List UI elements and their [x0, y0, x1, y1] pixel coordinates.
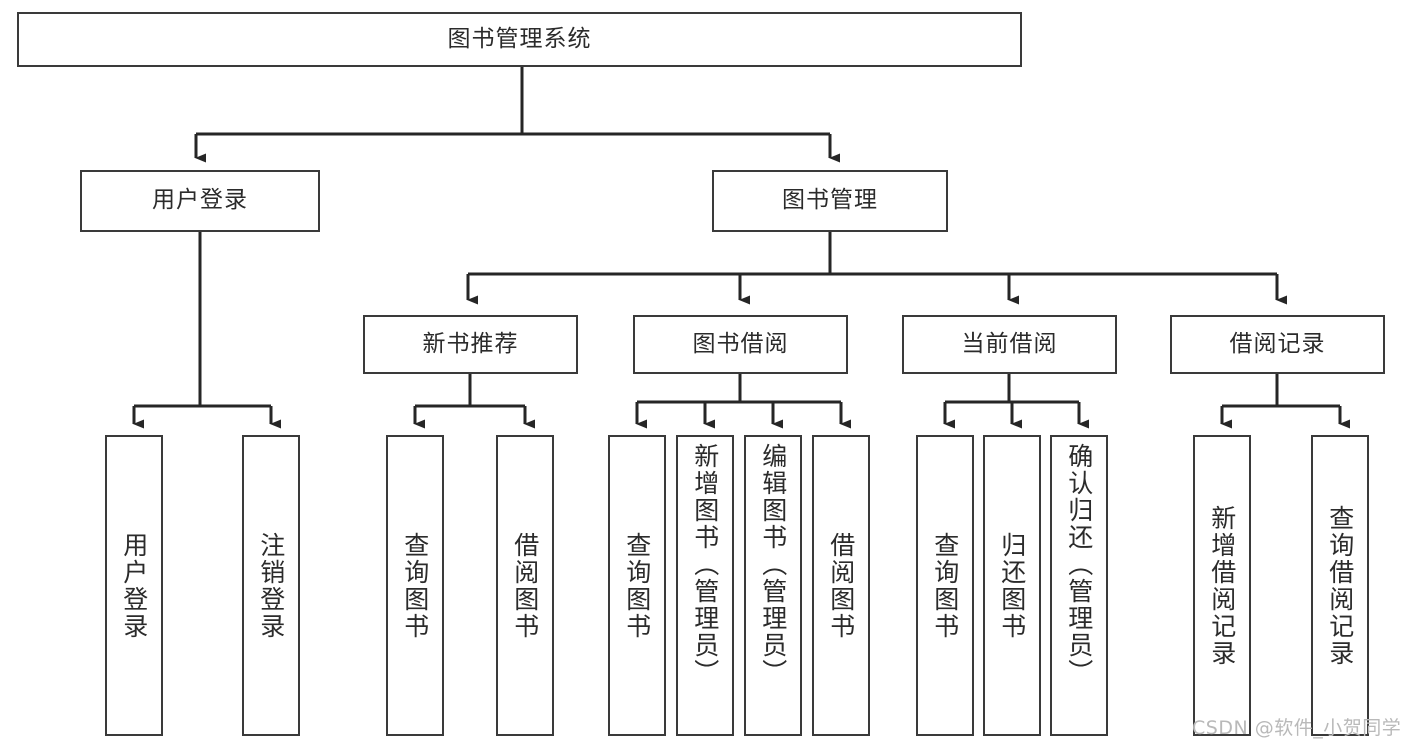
- node-leaf-return-book[interactable]: 归还图书: [983, 435, 1041, 736]
- node-leaf-borrow-book-label: 借阅图书: [826, 531, 856, 640]
- node-leaf-user-login-label: 用户登录: [119, 531, 149, 640]
- node-user-login-label: 用户登录: [152, 187, 248, 214]
- node-leaf-user-login[interactable]: 用户登录: [105, 435, 163, 736]
- node-leaf-add-book-admin-label: 新增图书（管理员）: [690, 443, 720, 686]
- node-book-borrow-label: 图书借阅: [692, 330, 789, 357]
- node-leaf-query-borrow-record-label: 查询借阅记录: [1325, 504, 1355, 667]
- node-leaf-query-book-recommend[interactable]: 查询图书: [386, 435, 444, 736]
- node-root-system[interactable]: 图书管理系统: [17, 12, 1022, 67]
- node-leaf-confirm-return-admin[interactable]: 确认归还（管理员）: [1050, 435, 1108, 736]
- node-book-management-label: 图书管理: [782, 187, 878, 214]
- node-leaf-confirm-return-admin-label: 确认归还（管理员）: [1064, 443, 1094, 686]
- node-book-management[interactable]: 图书管理: [712, 170, 948, 232]
- node-leaf-borrow-book-recommend-label: 借阅图书: [510, 531, 540, 640]
- node-borrow-records-label: 借阅记录: [1229, 330, 1326, 357]
- node-leaf-return-book-label: 归还图书: [997, 531, 1027, 640]
- node-leaf-add-borrow-record-label: 新增借阅记录: [1207, 504, 1237, 667]
- node-leaf-borrow-book-recommend[interactable]: 借阅图书: [496, 435, 554, 736]
- node-leaf-edit-book-admin-label: 编辑图书（管理员）: [758, 443, 788, 686]
- node-leaf-logout-label: 注销登录: [256, 531, 286, 640]
- node-leaf-query-book-borrow-label: 查询图书: [622, 531, 652, 640]
- node-user-login[interactable]: 用户登录: [80, 170, 320, 232]
- node-leaf-query-book-current-label: 查询图书: [930, 531, 960, 640]
- node-leaf-add-borrow-record[interactable]: 新增借阅记录: [1193, 435, 1251, 736]
- node-leaf-borrow-book[interactable]: 借阅图书: [812, 435, 870, 736]
- node-leaf-query-book-current[interactable]: 查询图书: [916, 435, 974, 736]
- node-current-borrow[interactable]: 当前借阅: [902, 315, 1117, 374]
- node-leaf-query-book-recommend-label: 查询图书: [400, 531, 430, 640]
- node-current-borrow-label: 当前借阅: [961, 330, 1058, 357]
- node-new-book-recommend-label: 新书推荐: [422, 330, 519, 357]
- node-leaf-edit-book-admin[interactable]: 编辑图书（管理员）: [744, 435, 802, 736]
- node-borrow-records[interactable]: 借阅记录: [1170, 315, 1385, 374]
- csdn-watermark: CSDN @软件_小贺同学: [1192, 717, 1402, 739]
- node-leaf-query-book-borrow[interactable]: 查询图书: [608, 435, 666, 736]
- node-leaf-logout[interactable]: 注销登录: [242, 435, 300, 736]
- node-new-book-recommend[interactable]: 新书推荐: [363, 315, 578, 374]
- node-root-system-label: 图书管理系统: [447, 25, 592, 52]
- node-leaf-add-book-admin[interactable]: 新增图书（管理员）: [676, 435, 734, 736]
- node-book-borrow[interactable]: 图书借阅: [633, 315, 848, 374]
- node-leaf-query-borrow-record[interactable]: 查询借阅记录: [1311, 435, 1369, 736]
